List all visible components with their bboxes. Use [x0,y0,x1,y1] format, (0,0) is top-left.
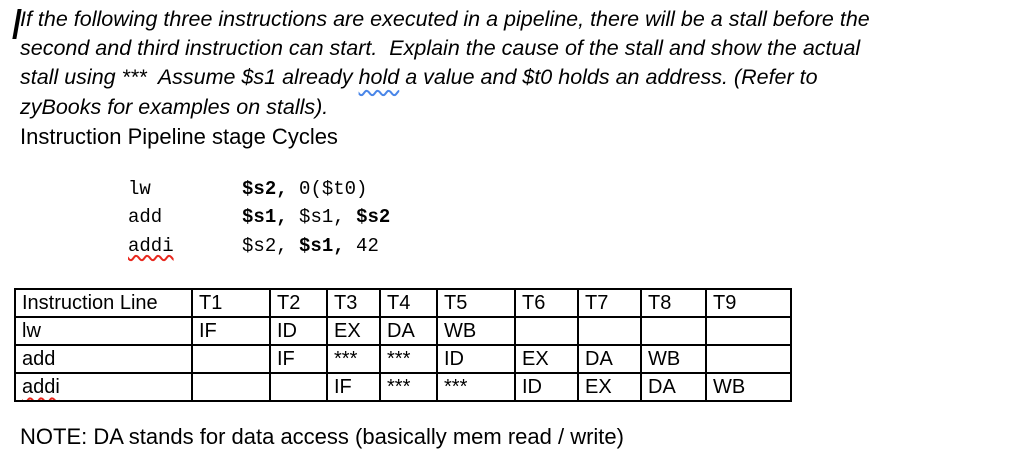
pipeline-header-cell: T5 [436,288,516,318]
pipeline-stage-cell: *** [379,372,438,402]
pipeline-stage-cell [191,372,271,402]
code-line: add $s1, $s1, $s2 [128,203,390,231]
pipeline-header-cell: T6 [514,288,579,318]
pipeline-stage-cell: IF [269,344,328,374]
text-segment: $s2, [173,234,300,257]
pipeline-stage-cell: EX [326,316,381,346]
pipeline-caption: Instruction Pipeline stage Cycles [20,124,338,149]
pipeline-stage-cell: WB [436,316,516,346]
pipeline-header-cell: Instruction Line [14,288,193,318]
instruction-label-cell: addi [14,372,193,402]
misspelled-word: addi [128,234,174,257]
text-segment: second and third instruction can start. … [20,36,861,61]
pipeline-header-cell: T8 [640,288,707,318]
pipeline-header-cell: T2 [269,288,328,318]
misspelled-word: addi [22,376,60,398]
question-line: If the following three instructions are … [20,5,1000,34]
pipeline-stage-cell [705,316,792,346]
text-segment: zyBooks for examples on stalls). [20,94,329,119]
instruction-label-cell: lw [14,316,193,346]
pipeline-stage-cell: WB [640,344,707,374]
grammar-flagged-word: hold [358,65,400,90]
pipeline-header-cell: T3 [326,288,381,318]
code-line: addi $s2, $s1, 42 [128,232,390,260]
pipeline-stage-cell: ID [514,372,579,402]
pipeline-stage-cell: DA [577,344,642,374]
question-line: second and third instruction can start. … [20,34,1000,63]
question-line: stall using *** Assume $s1 already hold … [20,63,1000,92]
instruction-label: lw [22,320,41,342]
pipeline-stage-cell: *** [379,344,438,374]
code-line: lw $s2, 0($t0) [128,175,390,203]
text-segment: $s2, [242,178,288,200]
text-segment: add [128,206,243,229]
pipeline-stage-cell [269,372,328,402]
text-segment: stall using *** Assume $s1 already [20,65,359,90]
text-segment: a value and $t0 holds an address. (Refer… [399,65,818,90]
pipeline-stage-cell [705,344,792,374]
instruction-label-cell: add [14,344,193,374]
pipeline-stage-cell: WB [705,372,792,402]
pipeline-stage-cell: EX [577,372,642,402]
text-segment: 0($t0) [287,178,368,200]
text-segment: $s1, [242,206,288,229]
text-segment: $s1, [287,206,357,229]
text-segment: $s2 [356,206,391,229]
pipeline-stage-cell: IF [191,316,271,346]
pipeline-stage-cell: DA [640,372,707,402]
pipeline-header-cell: T9 [705,288,792,318]
pipeline-header-cell: T7 [577,288,642,318]
pipeline-stage-cell: *** [326,344,381,374]
question-line: zyBooks for examples on stalls). [20,93,1000,122]
instruction-label: add [22,348,56,370]
pipeline-stage-cell [577,316,642,346]
pipeline-header-cell: T4 [379,288,438,318]
text-segment: lw [128,178,243,200]
pipeline-stage-cell: *** [436,372,516,402]
pipeline-header-cell: T1 [191,288,271,318]
question-paragraph: If the following three instructions are … [20,5,1000,122]
pipeline-stage-cell [640,316,707,346]
pipeline-stage-cell: ID [269,316,328,346]
text-segment: 42 [344,234,379,257]
text-segment: If the following three instructions are … [20,7,870,31]
pipeline-stage-cell: ID [436,344,516,374]
pipeline-stage-cell [191,344,271,374]
note-text: NOTE: DA stands for data access (basical… [20,424,624,449]
pipeline-stage-cell [514,316,579,346]
pipeline-stage-cell: DA [379,316,438,346]
pipeline-stage-cell: EX [514,344,579,374]
text-segment: $s1, [299,234,345,257]
pipeline-stage-cell: IF [326,372,381,402]
